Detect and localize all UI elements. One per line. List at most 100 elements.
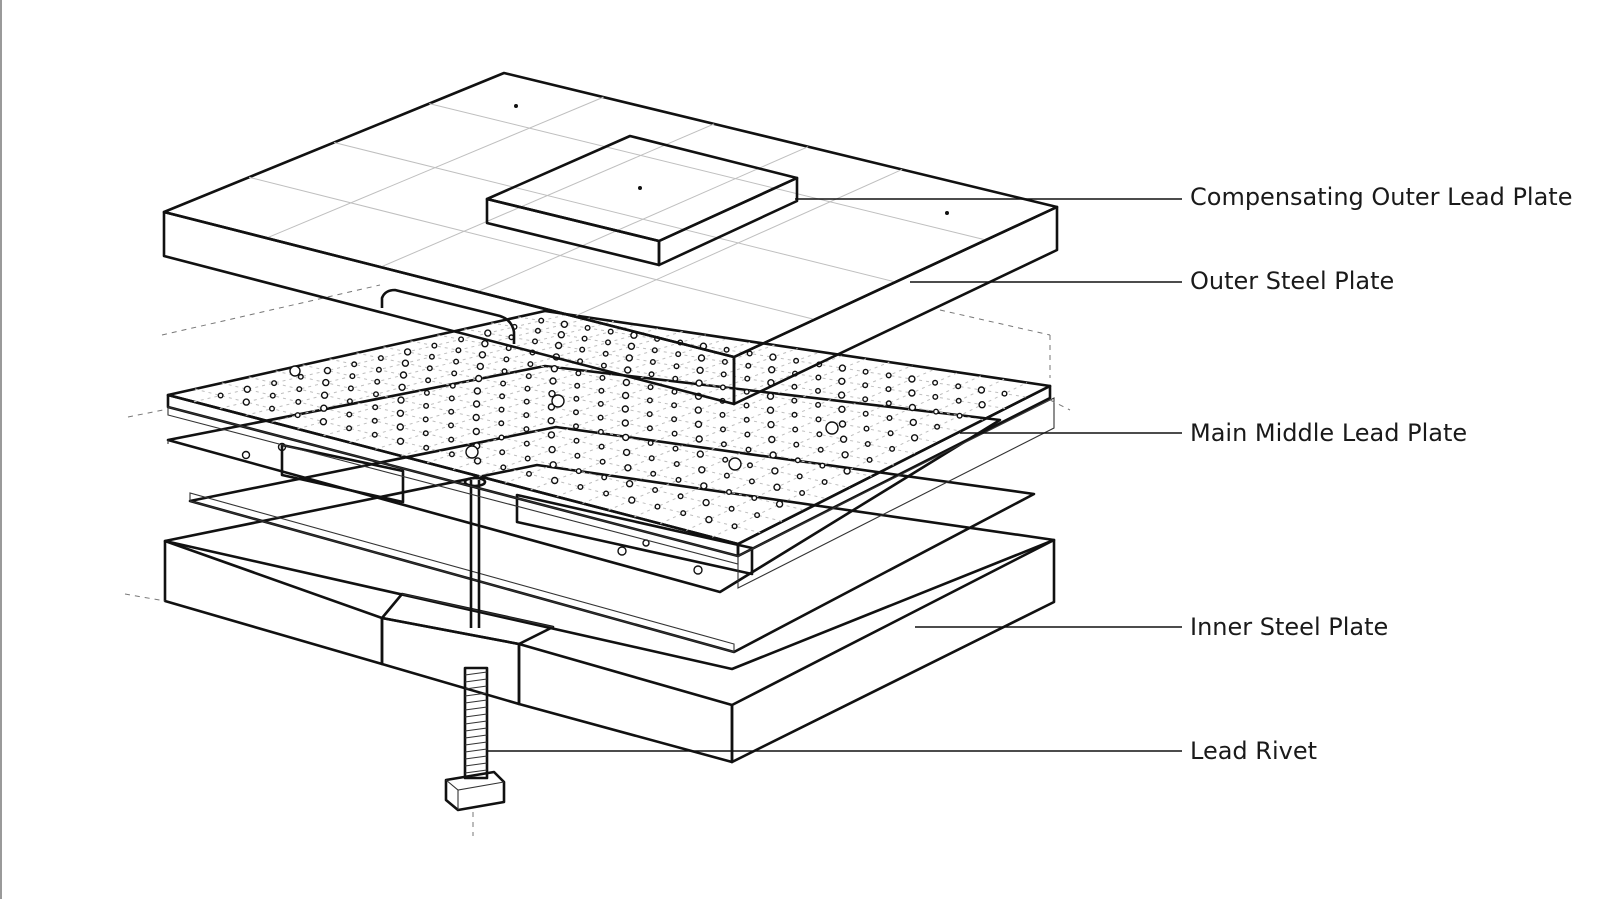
inner-steel-plate — [163, 463, 1056, 764]
small-hole — [649, 359, 656, 366]
small-hole — [575, 468, 582, 475]
small-hole — [423, 402, 430, 409]
small-hole — [624, 464, 632, 472]
small-hole — [821, 479, 828, 486]
small-hole — [527, 361, 534, 368]
middle-plate-holes — [217, 317, 1008, 530]
small-hole — [862, 410, 869, 417]
projection-dashes — [124, 284, 1071, 602]
small-hole — [538, 317, 545, 324]
small-hole — [269, 392, 276, 399]
thread-line — [464, 678, 488, 683]
small-hole — [838, 364, 847, 372]
small-hole — [775, 500, 784, 508]
grid-line — [329, 358, 872, 477]
small-hole — [673, 363, 680, 370]
small-hole — [472, 400, 481, 408]
small-hole — [448, 436, 455, 443]
thread-line — [464, 692, 488, 697]
large-hole — [551, 394, 565, 408]
small-hole — [654, 503, 661, 510]
surface-dot — [514, 104, 518, 108]
lead-rivet — [444, 476, 506, 836]
small-hole — [889, 445, 896, 452]
thread-line — [464, 755, 488, 760]
small-hole — [448, 408, 455, 415]
small-hole — [838, 420, 847, 428]
small-hole — [346, 398, 353, 405]
large-hole — [465, 445, 479, 459]
small-hole — [743, 416, 750, 423]
small-hole — [599, 374, 606, 381]
small-hole — [399, 371, 408, 379]
small-hole — [769, 451, 777, 459]
small-hole — [423, 444, 430, 451]
small-hole — [791, 397, 798, 404]
small-hole — [375, 366, 382, 373]
small-hole — [401, 359, 410, 367]
small-hole — [621, 419, 629, 427]
small-hole — [817, 446, 824, 453]
small-hole — [581, 335, 588, 342]
small-hole — [746, 350, 753, 357]
small-hole — [320, 391, 329, 399]
middle-plate-grid — [193, 313, 1028, 538]
thread-line — [464, 713, 488, 718]
small-hole — [862, 396, 869, 403]
small-hole — [622, 433, 630, 442]
small-hole — [347, 385, 354, 392]
label-inner-steel-plate: Inner Steel Plate — [1190, 613, 1388, 641]
small-hole — [838, 377, 846, 385]
small-hole — [885, 372, 892, 379]
small-hole — [794, 457, 801, 464]
small-hole — [672, 375, 679, 382]
small-hole — [597, 414, 604, 421]
small-hole — [745, 362, 752, 369]
small-hole — [934, 423, 941, 430]
thread-line — [464, 727, 488, 732]
small-hole — [423, 389, 430, 396]
small-hole — [799, 490, 806, 497]
small-hole — [908, 403, 917, 412]
small-hole — [719, 411, 726, 418]
small-hole — [599, 458, 606, 465]
thread-line — [464, 671, 488, 676]
label-main-middle-lead-plate: Main Middle Lead Plate — [1190, 419, 1467, 447]
small-hole — [346, 425, 353, 432]
surface-line — [333, 142, 896, 283]
small-hole — [695, 435, 703, 443]
small-hole — [815, 401, 822, 408]
small-hole — [577, 484, 584, 491]
small-hole — [271, 380, 278, 387]
small-hole — [728, 505, 735, 512]
small-hole — [242, 398, 251, 406]
small-hole — [322, 378, 330, 387]
image-frame-edge — [0, 0, 2, 899]
small-hole — [481, 340, 489, 348]
small-hole — [560, 320, 569, 328]
small-hole — [374, 378, 381, 385]
small-hole — [499, 449, 506, 456]
small-hole — [448, 451, 455, 458]
small-hole — [351, 361, 358, 368]
grid-line — [193, 313, 569, 403]
small-hole — [815, 387, 822, 394]
rivet-threads — [464, 671, 488, 774]
small-hole — [767, 420, 775, 429]
small-hole — [671, 430, 678, 437]
small-hole — [458, 336, 465, 343]
small-hole — [698, 466, 706, 474]
small-hole — [549, 377, 557, 385]
small-hole — [532, 338, 539, 345]
small-hole — [574, 382, 581, 389]
small-hole — [396, 437, 405, 445]
small-hole — [773, 483, 781, 491]
small-hole — [574, 452, 581, 459]
small-hole — [573, 423, 580, 430]
thread-line — [464, 762, 488, 767]
small-hole — [696, 366, 704, 374]
small-hole — [217, 392, 224, 399]
grid-line — [248, 376, 805, 511]
small-hole — [791, 411, 798, 418]
small-hole — [932, 379, 939, 386]
